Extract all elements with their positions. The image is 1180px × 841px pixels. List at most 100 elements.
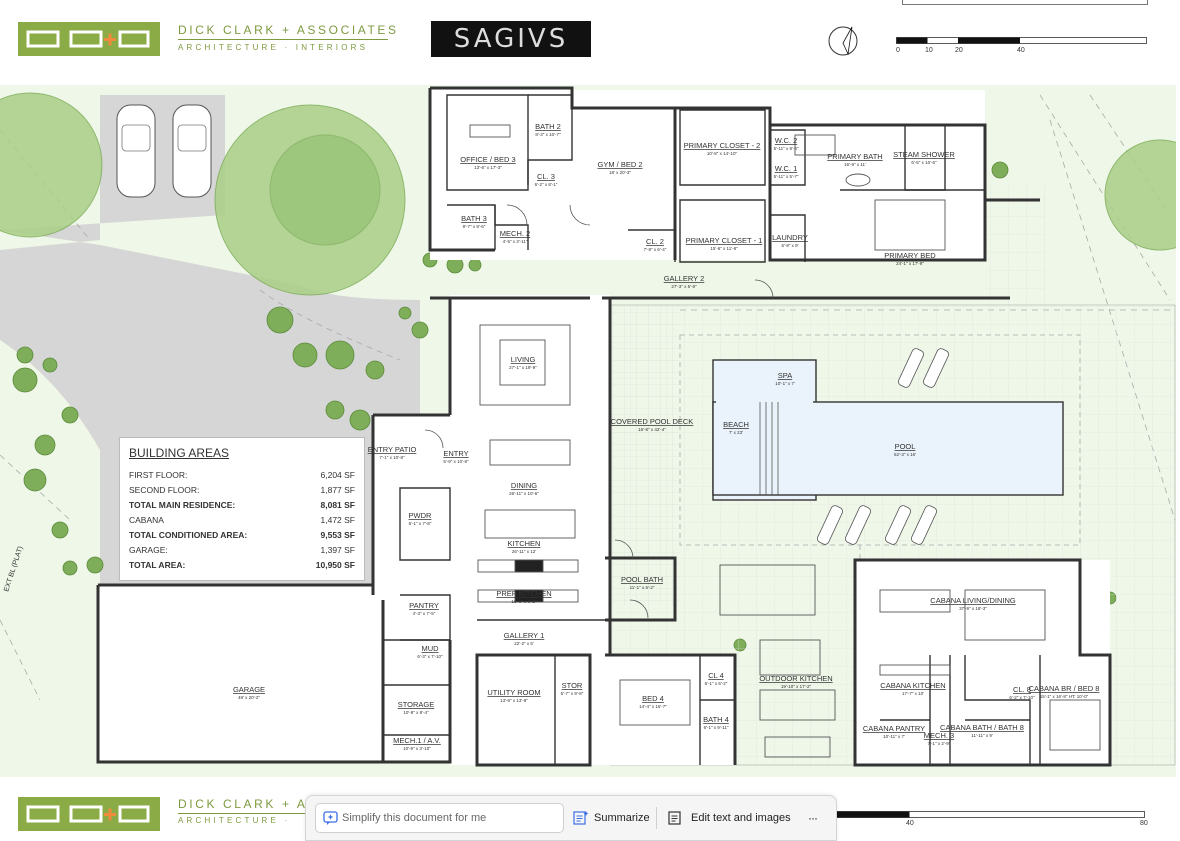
room-name-14: PRIMARY BED	[884, 251, 936, 260]
room-name-23: DINING	[511, 481, 537, 490]
room-name-32: GARAGE	[233, 685, 265, 694]
room-dimension-4: 10'-8" x 14'-10"	[707, 151, 738, 156]
room-name-11: CL. 2	[646, 237, 664, 246]
footer-scale-tick-80: 80	[1140, 820, 1148, 827]
room-name-18: COVERED POOL DECK	[611, 417, 694, 426]
room-dimension-39: 6'-1" x 9'-11"	[704, 725, 729, 730]
room-name-39: BATH 4	[703, 715, 729, 724]
area-value: 6,204 SF	[320, 470, 356, 480]
room-dimension-0: 13'-6" x 17'-3"	[474, 165, 502, 170]
simplify-prompt-placeholder: Simplify this document for me	[342, 812, 487, 824]
room-dimension-26: 11'-1" x 6'-2"	[630, 585, 655, 590]
room-dimension-1: 8'-3" x 10'-7"	[535, 132, 561, 137]
more-options-label: ···	[808, 810, 818, 825]
room-name-12: PRIMARY CLOSET - 1	[686, 236, 763, 245]
room-name-8: STEAM SHOWER	[893, 150, 955, 159]
room-name-45: MECH. 3	[924, 731, 954, 740]
footer-firm-rule	[178, 813, 305, 814]
room-name-6: W.C. 1	[775, 164, 798, 173]
room-name-24: PWDR	[409, 511, 432, 520]
room-name-42: CL. 8	[1013, 685, 1031, 694]
room-dimension-45: 7'-1" x 2'-9"	[928, 741, 951, 746]
area-label: SECOND FLOOR:	[129, 485, 200, 495]
room-name-4: PRIMARY CLOSET - 2	[684, 141, 761, 150]
scale-tick-40: 40	[1017, 47, 1025, 54]
scale-bar-graphic	[896, 37, 1147, 44]
room-name-37: BED 4	[642, 694, 664, 703]
area-value: 8,081 SF	[320, 500, 356, 510]
room-dimension-37: 14'-4" x 16'-7"	[639, 704, 667, 709]
room-name-36: STOR	[562, 681, 583, 690]
north-arrow-icon	[828, 26, 858, 56]
room-dimension-3: 18' x 20'-3"	[609, 170, 631, 175]
room-dimension-41: 17'-7" x 10'	[902, 691, 924, 696]
scale-tick-0: 0	[896, 47, 900, 54]
room-dimension-20: 52'-3" x 16'	[894, 452, 916, 457]
area-label: GARAGE:	[129, 545, 168, 555]
room-name-3: GYM / BED 2	[597, 160, 642, 169]
area-label: TOTAL CONDITIONED AREA:	[129, 530, 248, 540]
room-dimension-38: 6'-1" x 6'-2"	[705, 681, 728, 686]
room-dimension-10: 4'-5" x 3'-11"	[503, 239, 528, 244]
furniture	[469, 124, 1101, 758]
logo-mark	[18, 22, 160, 56]
room-dimension-27: 16'-8" x 8'-2"	[511, 599, 537, 604]
area-label: FIRST FLOOR:	[129, 470, 188, 480]
partitions	[383, 94, 1041, 765]
room-name-28: PANTRY	[409, 601, 439, 610]
room-dimension-40: 19'-10" x 17'-2"	[781, 684, 812, 689]
room-dimension-28: 4'-3" x 7'-5"	[413, 611, 436, 616]
room-dimension-44: 10'-11" x 7'	[883, 734, 905, 739]
room-name-20: POOL	[895, 442, 916, 451]
more-options-button[interactable]: ···	[808, 804, 818, 831]
room-dimension-13: 5'-8" x 9'	[781, 243, 798, 248]
room-name-1: BATH 2	[535, 122, 561, 131]
room-name-5: W.C. 2	[775, 136, 798, 145]
room-dimension-31: 6'-3" x 7'-10"	[417, 654, 443, 659]
room-name-30: GALLERY 1	[504, 631, 545, 640]
trees	[0, 92, 1176, 296]
room-dimension-19: 7' x 23'	[729, 430, 743, 435]
room-name-41: CABANA KITCHEN	[880, 681, 945, 690]
room-name-22: ENTRY	[443, 449, 468, 458]
firm-name: DICK CLARK + ASSOCIATES	[178, 23, 399, 37]
room-dimension-46: 11'-11" x 9'	[971, 733, 993, 738]
area-value: 1,472 SF	[320, 515, 356, 525]
room-dimension-24: 6'-1" x 7'-8"	[409, 521, 432, 526]
loungers	[817, 348, 949, 545]
room-name-34: MECH.1 / A.V.	[393, 736, 441, 745]
room-name-44: CABANA PANTRY	[863, 724, 925, 733]
room-dimension-12: 15'-6" x 11'-8"	[710, 246, 738, 251]
edit-text-images-button[interactable]: Edit text and images	[666, 804, 791, 831]
room-name-19: BEACH	[723, 420, 749, 429]
room-dimension-18: 16'-8" x 42'-4"	[638, 427, 666, 432]
footer-firm-name: DICK CLARK + A	[178, 797, 308, 811]
room-dimension-9: 9'-7" x 8'-6"	[463, 224, 486, 229]
room-dimension-14: 24'-1" x 17'-9"	[896, 261, 924, 266]
area-value: 1,877 SF	[320, 485, 356, 495]
room-dimension-2: 6'-2" x 8'-1"	[535, 182, 558, 187]
floor-plan: OFFICE / BED 313'-6" x 17'-3" BATH 28'-3"…	[0, 85, 1176, 777]
room-dimension-35: 13'-6" x 13'-8"	[500, 698, 528, 703]
room-dimension-42: 6'-2" x 7'-10"	[1009, 695, 1035, 700]
client-logo: SAGIVS	[431, 21, 591, 57]
room-dimension-36: 5'-7" x 9'-8"	[561, 691, 584, 696]
room-name-2: CL. 3	[537, 172, 555, 181]
footer-logo-glyph-icon	[26, 805, 150, 823]
room-name-43: CABANA BR / BED 8	[1029, 684, 1100, 693]
summarize-button[interactable]: Summarize	[572, 804, 650, 831]
ai-assistant-toolbar: Simplify this document for me Summarize …	[305, 795, 837, 841]
room-name-0: OFFICE / BED 3	[460, 155, 515, 164]
room-name-9: BATH 3	[461, 214, 487, 223]
room-name-27: PREP KITCHEN	[496, 589, 551, 598]
room-dimension-7: 16'-9" x 11'	[844, 162, 866, 167]
area-label: CABANA	[129, 515, 164, 525]
room-dimension-15: 27'-3" x 5'-9"	[671, 284, 697, 289]
room-name-26: POOL BATH	[621, 575, 663, 584]
summarize-icon	[573, 810, 589, 825]
room-dimension-8: 6'-5" x 10'-6"	[911, 160, 937, 165]
scale-tick-20: 20	[955, 47, 963, 54]
simplify-prompt-input[interactable]: Simplify this document for me	[315, 803, 564, 833]
room-name-15: GALLERY 2	[664, 274, 705, 283]
room-name-33: STORAGE	[398, 700, 435, 709]
